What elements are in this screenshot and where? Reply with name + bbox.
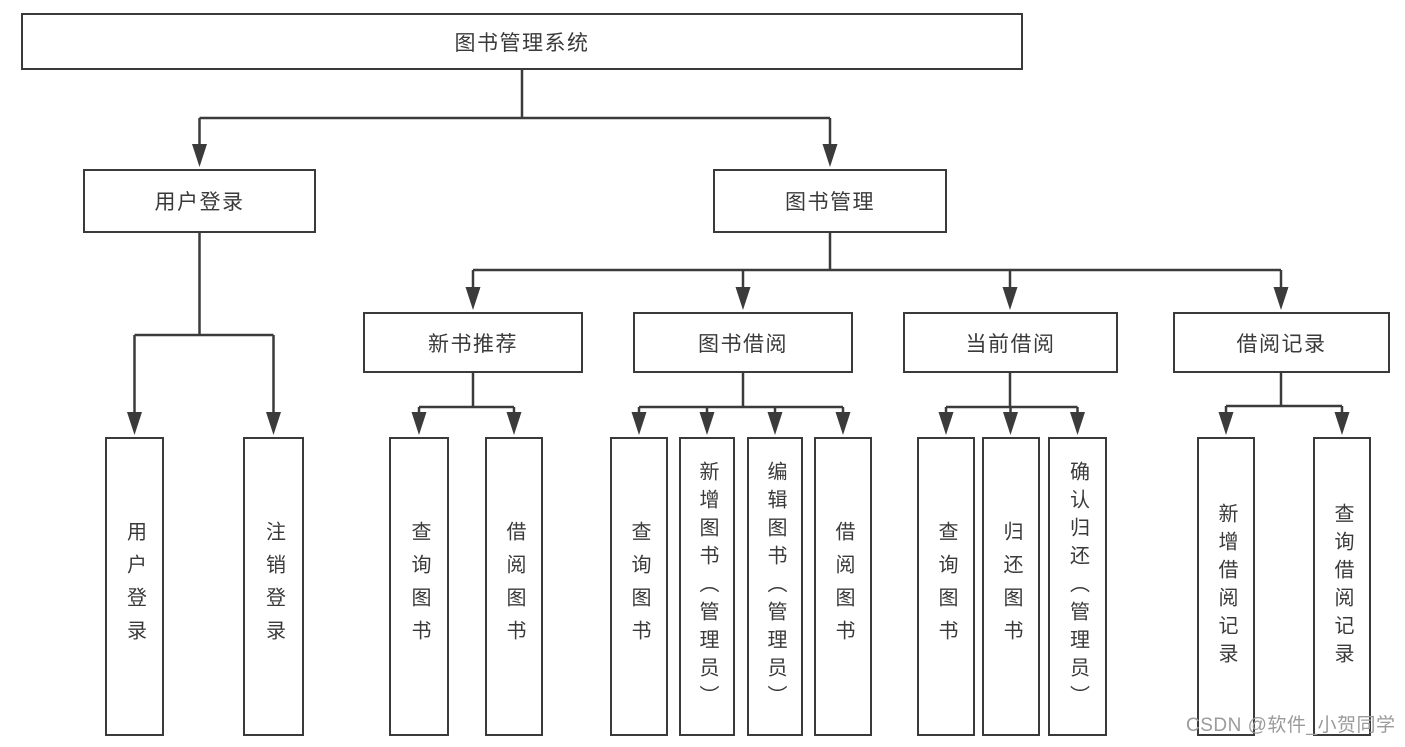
arrow-down-icons	[127, 144, 1350, 435]
node-label: 借阅图书	[503, 520, 525, 653]
node-borrowing-records: 借阅记录	[1173, 312, 1390, 373]
leaf-query-borrow-record: 查询借阅记录	[1313, 437, 1371, 736]
leaf-confirm-return-admin: 确认归还（管理员）	[1048, 437, 1107, 736]
node-label: 当前借阅	[965, 332, 1056, 356]
node-label: 确认归还（管理员）	[1066, 460, 1089, 713]
node-label: 编辑图书（管理员）	[764, 460, 786, 713]
node-label: 新书推荐	[428, 332, 518, 356]
node-label: 用户登录	[123, 520, 146, 653]
leaf-add-borrow-record: 新增借阅记录	[1197, 437, 1255, 736]
node-label: 查询图书	[628, 520, 650, 653]
leaf-logout: 注销登录	[243, 437, 304, 736]
node-label: 注销登录	[262, 520, 285, 653]
leaf-query-books-current: 查询图书	[917, 437, 975, 736]
node-label: 新增图书（管理员）	[696, 460, 718, 713]
node-label: 借阅图书	[832, 520, 854, 653]
node-label: 查询借阅记录	[1331, 502, 1353, 671]
node-label: 新增借阅记录	[1215, 502, 1237, 671]
leaf-user-login: 用户登录	[105, 437, 164, 736]
node-label: 用户登录	[154, 191, 245, 214]
node-user-login: 用户登录	[83, 169, 316, 233]
leaf-return-book: 归还图书	[982, 437, 1040, 736]
node-book-management: 图书管理	[713, 169, 947, 233]
leaf-query-books-recommend: 查询图书	[389, 437, 449, 736]
node-label: 归还图书	[1000, 520, 1022, 653]
node-label: 图书管理系统	[454, 31, 590, 55]
node-label: 图书管理	[785, 191, 875, 214]
node-new-book-recommend: 新书推荐	[363, 312, 583, 373]
csdn-watermark: CSDN @软件_小贺同学	[1186, 715, 1396, 736]
node-book-borrowing: 图书借阅	[633, 312, 853, 373]
leaf-edit-book-admin: 编辑图书（管理员）	[747, 437, 803, 736]
node-label: 查询图书	[935, 520, 957, 653]
node-label: 借阅记录	[1236, 332, 1327, 356]
leaf-borrow-books-recommend: 借阅图书	[485, 437, 543, 736]
node-library-management-system: 图书管理系统	[21, 13, 1023, 70]
leaf-query-books-borrowing: 查询图书	[610, 437, 668, 736]
node-label: 图书借阅	[698, 332, 788, 356]
leaf-add-book-admin: 新增图书（管理员）	[679, 437, 735, 736]
node-current-borrowing: 当前借阅	[903, 312, 1118, 373]
leaf-borrow-books: 借阅图书	[814, 437, 872, 736]
node-label: 查询图书	[408, 520, 430, 653]
